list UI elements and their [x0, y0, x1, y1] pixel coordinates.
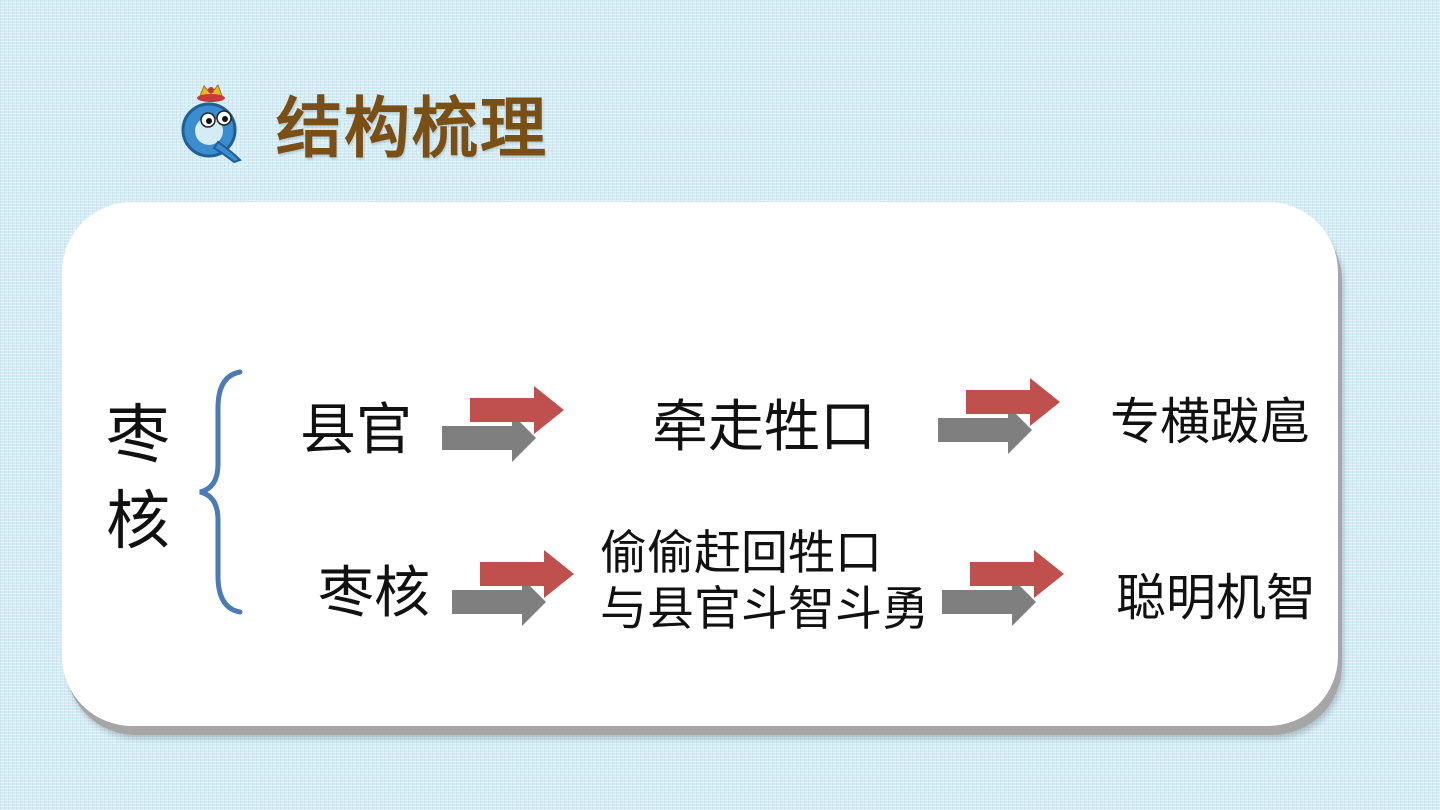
q-mascot-logo-icon [181, 83, 242, 164]
row1-arrow-2-icon [938, 378, 1060, 454]
row2-character: 枣核 [318, 561, 430, 626]
row1-trait: 专横跋扈 [1110, 393, 1310, 451]
row1-character: 县官 [300, 398, 412, 463]
curly-brace [199, 369, 243, 615]
row2-trait: 聪明机智 [1116, 569, 1316, 627]
slide-header: 结构梳理 [178, 78, 548, 168]
root-node: 枣核 [106, 399, 170, 559]
row1-deed: 牵走牲口 [652, 395, 876, 460]
row2-deed-line2: 与县官斗智斗勇 [600, 582, 929, 637]
row2-arrow-1-icon [452, 550, 574, 626]
row2-arrow-2-icon [942, 550, 1064, 626]
row1-arrow-1-icon [442, 386, 564, 462]
content-card [62, 202, 1338, 726]
row2-deed-line1: 偷偷赶回牲口 [600, 526, 882, 581]
page-title: 结构梳理 [276, 90, 548, 167]
